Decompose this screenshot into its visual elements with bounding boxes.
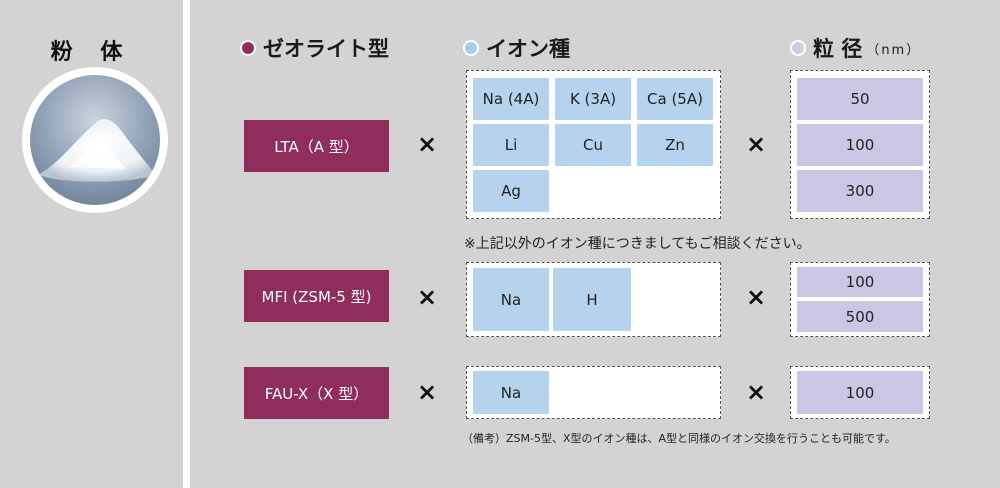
- ion-cell: Cu: [555, 124, 631, 166]
- multiply-icon: ×: [745, 378, 767, 406]
- size-cell: 100: [797, 124, 923, 166]
- zeolite-dot-icon: [240, 40, 256, 56]
- legend-size-unit: （nm）: [866, 42, 922, 58]
- ion-cell: Na: [473, 371, 549, 414]
- legend-ion: イオン種: [463, 33, 570, 63]
- zeolite-label-mfi: MFI (ZSM-5 型): [244, 270, 389, 322]
- multiply-icon: ×: [416, 283, 438, 311]
- panel-divider: [183, 0, 190, 488]
- legend-zeolite: ゼオライト型: [240, 33, 389, 63]
- size-cell: 100: [797, 267, 923, 297]
- size-dot-icon: [790, 40, 806, 56]
- multiply-icon: ×: [745, 130, 767, 158]
- powder-image: [30, 75, 160, 205]
- size-cell: 500: [797, 301, 923, 332]
- ion-cell: Na: [473, 268, 549, 331]
- ion-dot-icon: [463, 40, 479, 56]
- ion-cell: Zn: [637, 124, 713, 166]
- size-cell: 100: [797, 371, 923, 414]
- ion-cell: H: [553, 268, 631, 331]
- ion-cell: Li: [473, 124, 549, 166]
- multiply-icon: ×: [745, 283, 767, 311]
- zeolite-label-lta: LTA（A 型）: [244, 120, 389, 172]
- powder-title: 粉 体: [50, 40, 133, 65]
- legend-size: 粒 径 （nm）: [790, 33, 921, 63]
- legend-ion-label: イオン種: [486, 37, 570, 61]
- powder-pile-icon: [38, 118, 156, 182]
- note-text: ※上記以外のイオン種につきましてもご相談ください。: [464, 236, 811, 252]
- size-cell: 50: [797, 78, 923, 120]
- multiply-icon: ×: [416, 130, 438, 158]
- ion-cell: Ag: [473, 170, 549, 212]
- legend-size-label: 粒 径: [813, 37, 863, 61]
- size-cell: 300: [797, 170, 923, 212]
- ion-cell: K (3A): [555, 78, 631, 120]
- multiply-icon: ×: [416, 378, 438, 406]
- legend-zeolite-label: ゼオライト型: [263, 37, 389, 61]
- footnote-text: （備考）ZSM-5型、X型のイオン種は、A型と同様のイオン交換を行うことも可能で…: [462, 432, 896, 445]
- zeolite-label-fau: FAU-X（X 型）: [244, 367, 389, 419]
- ion-cell: Na (4A): [473, 78, 549, 120]
- ion-cell: Ca (5A): [637, 78, 713, 120]
